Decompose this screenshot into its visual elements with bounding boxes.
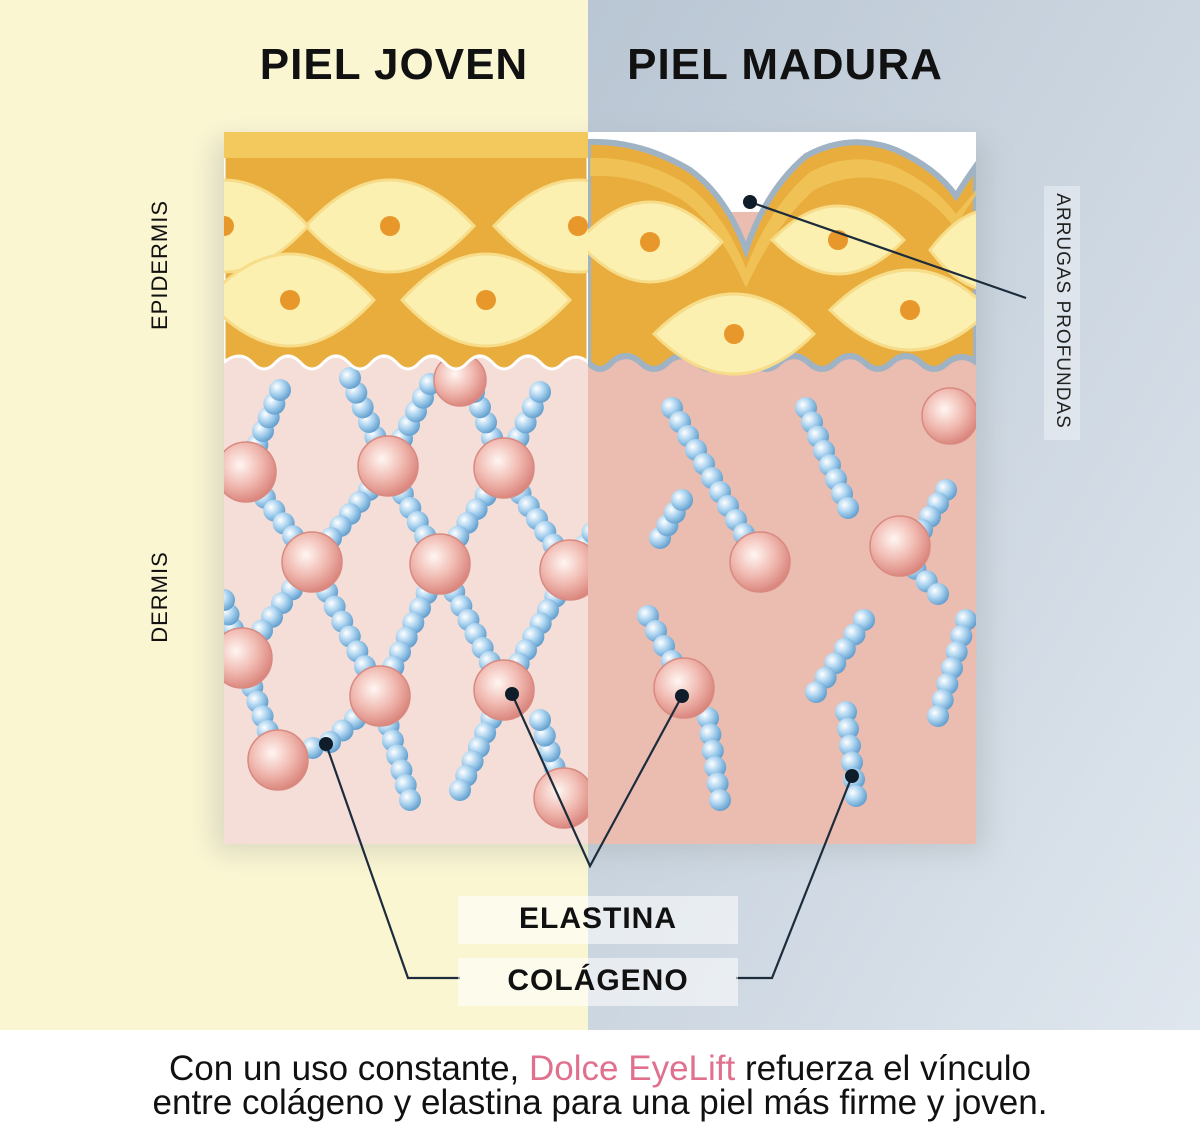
caption-line-2: entre colágeno y elastina para una piel … xyxy=(152,1083,1048,1122)
title-young-skin: PIEL JOVEN xyxy=(259,40,529,89)
cell-nucleus xyxy=(640,232,660,252)
elastin-marker-young xyxy=(505,687,519,701)
elastin-bead xyxy=(529,709,551,731)
elastin-bead xyxy=(339,367,361,389)
skin-comparison-diagram xyxy=(0,0,1200,1030)
elastin-bead xyxy=(701,739,724,762)
collagen-ball xyxy=(653,657,715,719)
elastin-bead xyxy=(835,701,857,723)
collagen-label-bg xyxy=(458,958,738,1006)
label-elastin: ELASTINA xyxy=(519,902,677,935)
epidermal-cell xyxy=(491,178,588,274)
caption: Con un uso constante, Dolce EyeLift refu… xyxy=(0,1049,1200,1122)
collagen-ball xyxy=(539,539,588,601)
elastin-bead xyxy=(699,723,722,746)
elastin-bead xyxy=(927,583,949,605)
elastin-bead xyxy=(837,717,859,740)
elastin-bead xyxy=(845,785,867,807)
collagen-ball xyxy=(281,531,343,593)
elastin-bead xyxy=(837,497,859,519)
callout-dots xyxy=(319,195,859,783)
caption-line-1: Con un uso constante, Dolce EyeLift refu… xyxy=(0,1049,1200,1088)
collagen-ball xyxy=(247,729,309,791)
elastin-bead xyxy=(709,789,731,811)
collagen-marker-young xyxy=(319,737,333,751)
wrinkles-label-bg xyxy=(1044,186,1080,440)
young-dermis-network xyxy=(224,353,588,829)
collagen-ball xyxy=(869,515,931,577)
brand-name: Dolce EyeLift xyxy=(529,1049,736,1088)
collagen-ball xyxy=(224,441,277,503)
elastin-bead xyxy=(927,705,949,727)
elastin-bead xyxy=(805,681,827,703)
cell-nucleus xyxy=(224,216,234,236)
callout-lines xyxy=(324,200,1027,980)
caption-part-2: refuerza el vínculo xyxy=(744,1049,1031,1088)
label-wrinkles: ARRUGAS PROFUNDAS xyxy=(1052,193,1073,429)
young-skin-panel xyxy=(224,132,588,844)
epidermal-cell xyxy=(928,210,976,290)
wrinkle-marker xyxy=(743,195,757,209)
collagen-marker-mature xyxy=(845,769,859,783)
label-collagen: COLÁGENO xyxy=(507,964,689,997)
cell-nucleus xyxy=(724,324,744,344)
cell-nucleus xyxy=(568,216,588,236)
elastin-bead xyxy=(704,756,727,779)
elastin-bead xyxy=(399,789,421,811)
cell-nucleus xyxy=(380,216,400,236)
mature-skin-panel xyxy=(588,132,976,844)
elastin-bead xyxy=(839,734,861,757)
elastin-bead xyxy=(224,589,235,611)
caption-part-1: Con un uso constante, xyxy=(169,1049,520,1088)
collagen-ball xyxy=(357,435,419,497)
cell-nucleus xyxy=(280,290,300,310)
elastin-label-bg xyxy=(458,896,738,944)
label-dermis: DERMIS xyxy=(147,551,172,643)
elastin-bead xyxy=(269,379,291,401)
collagen-ball xyxy=(224,627,273,689)
collagen-ball xyxy=(473,437,535,499)
epidermal-cell xyxy=(224,178,311,274)
elastin-bead xyxy=(706,772,729,795)
collagen-ball xyxy=(921,387,976,445)
cell-nucleus xyxy=(476,290,496,310)
elastin-bead xyxy=(671,489,693,511)
collagen-ball xyxy=(409,533,471,595)
elastin-bead xyxy=(841,751,863,774)
elastin-bead xyxy=(529,381,551,403)
elastin-marker-mature xyxy=(675,689,689,703)
title-mature-skin: PIEL MADURA xyxy=(627,40,943,89)
label-epidermis: EPIDERMIS xyxy=(147,199,172,331)
elastin-bead xyxy=(449,779,471,801)
collagen-ball xyxy=(729,531,791,593)
collagen-ball xyxy=(349,665,411,727)
elastin-bead xyxy=(581,522,588,543)
mature-dermis-fragments xyxy=(637,387,976,811)
collagen-ball xyxy=(473,659,535,721)
cell-nucleus xyxy=(900,300,920,320)
collagen-ball xyxy=(533,767,588,829)
